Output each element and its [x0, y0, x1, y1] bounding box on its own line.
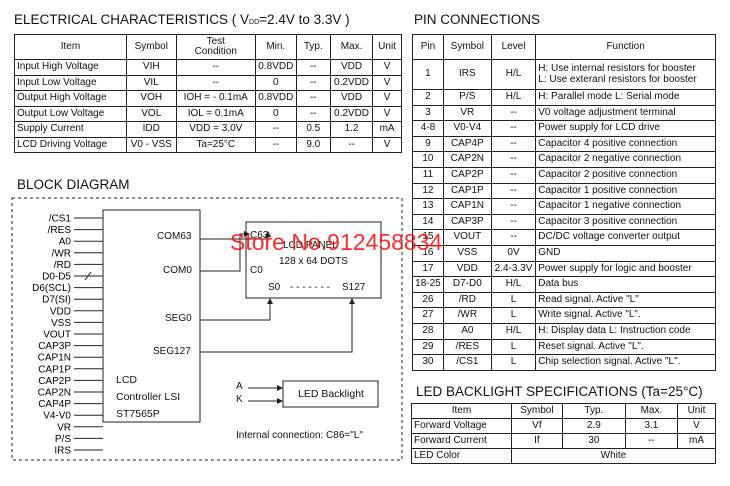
internal-connection-note: Internal connection: C86="L": [236, 430, 363, 441]
panel-dots: 128 x 64 DOTS: [279, 256, 348, 267]
led-color-value: White: [510, 448, 717, 464]
elec-cell: LCD Driving Voltage: [14, 136, 127, 153]
pin-label: CAP2N: [38, 388, 71, 399]
pin-label: IRS: [54, 446, 71, 457]
pin-label: /RES: [48, 225, 72, 236]
elec-cell: 1.2: [329, 121, 374, 138]
led-backlight-label: LED Backlight: [298, 388, 364, 400]
elec-cell: 0.2VDD: [329, 74, 374, 91]
led-backlight-box: [282, 380, 379, 408]
pin-header: Function: [535, 34, 716, 60]
seg127-label: SEG127: [153, 346, 191, 357]
elec-header: Unit: [372, 34, 402, 60]
panel-c63-label: C63: [250, 230, 269, 241]
lsi-line1: LCD: [116, 374, 138, 386]
com63-label: COM63: [157, 231, 192, 242]
elec-cell: 9.0: [295, 136, 331, 153]
pin-cell: IRS: [442, 59, 492, 90]
lsi-line3: ST7565P: [116, 408, 160, 420]
seg0-label: SEG0: [165, 313, 192, 324]
panel-title: LCD PANEL: [283, 240, 338, 251]
pin-label: D0-D5: [42, 272, 71, 283]
pin-label: /CS1: [49, 214, 72, 225]
pin-header: Symbol: [442, 34, 492, 60]
bus-slash: [84, 271, 92, 281]
pin-label: /RD: [54, 260, 71, 271]
pin-cell: --: [490, 198, 537, 215]
pin-label: D6(SCL): [32, 283, 71, 294]
block-diagram-title: BLOCK DIAGRAM: [17, 177, 130, 192]
elec-header: Symbol: [125, 34, 177, 60]
pin-label: VDD: [50, 306, 71, 317]
k-label: K: [236, 394, 243, 405]
panel-dashes: - - - - - - -: [290, 282, 330, 293]
pin-label: VSS: [51, 318, 71, 329]
elec-header: Max.: [329, 34, 374, 60]
pin-cell: Chip selection signal. Active "L".: [535, 354, 716, 371]
pin-label: VR: [57, 422, 71, 433]
elec-cell: V0 - VSS: [125, 136, 177, 153]
pin-label: A0: [59, 237, 72, 248]
led-color-label: LED Color: [411, 448, 512, 464]
diagram-frame: [11, 197, 403, 461]
pin-label: P/S: [55, 434, 71, 445]
pin-cell: H/L: [490, 59, 537, 90]
elec-header: Item: [14, 34, 127, 60]
watermark: Store No.912458834: [230, 229, 443, 255]
panel-s0-label: S0: [268, 282, 281, 293]
elec-header: Typ.: [295, 34, 331, 60]
pin-cell: L: [490, 354, 537, 371]
a-label: A: [236, 381, 243, 392]
elec-cell: V: [372, 136, 402, 153]
pin-label: CAP2P: [38, 376, 71, 387]
pin-label: CAP1P: [38, 364, 71, 375]
com0-label: COM0: [163, 265, 192, 276]
panel-c0-label: C0: [250, 265, 263, 276]
elec-title: ELECTRICAL CHARACTERISTICS ( VDD=2.4V to…: [14, 12, 350, 27]
pin-header: Level: [490, 34, 537, 60]
panel-s127-label: S127: [342, 282, 366, 293]
lcd-panel-box: [245, 221, 382, 299]
pin-header: Pin: [412, 34, 444, 60]
led-title: LED BACKLIGHT SPECIFICATIONS (Ta=25°C): [416, 384, 703, 399]
lsi-line2: Controller LSI: [116, 391, 181, 403]
elec-cell: Ta=25°C: [175, 136, 256, 153]
pin-label: CAP1N: [38, 353, 71, 364]
pin-label: VOUT: [43, 330, 71, 341]
controller-box: [102, 209, 201, 423]
pin-label: /WR: [52, 248, 71, 259]
pin-label: V4-V0: [43, 411, 71, 422]
pin-title: PIN CONNECTIONS: [414, 12, 541, 27]
pin-label: D7(SI): [42, 295, 71, 306]
elec-cell: --: [329, 136, 374, 153]
elec-cell: --: [295, 74, 331, 91]
elec-header: Min.: [254, 34, 297, 60]
pin-label: CAP4P: [38, 399, 71, 410]
pin-label: CAP3P: [38, 341, 71, 352]
